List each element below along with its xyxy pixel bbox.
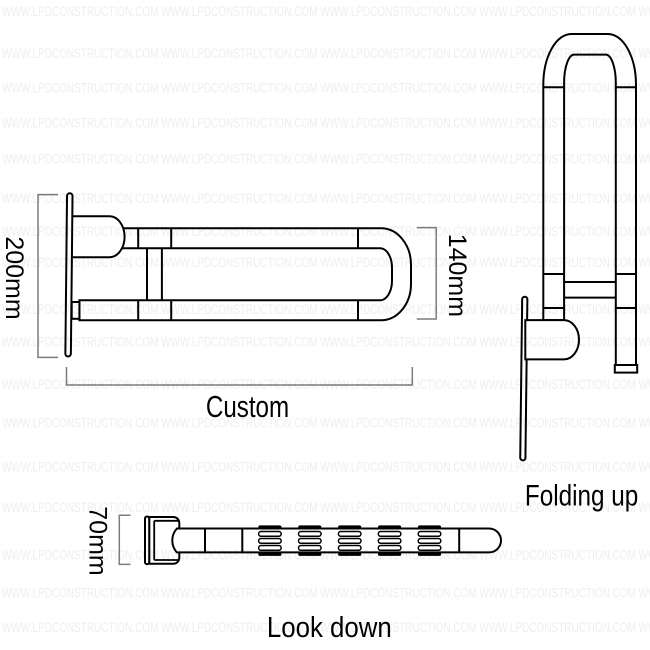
svg-text:WWW.LPDCONSTRUCTION.COM WWW.LP: WWW.LPDCONSTRUCTION.COM WWW.LPDCONSTRUCT… [2,302,650,317]
svg-text:WWW.LPDCONSTRUCTION.COM WWW.LP: WWW.LPDCONSTRUCTION.COM WWW.LPDCONSTRUCT… [2,415,650,430]
svg-text:WWW.LPDCONSTRUCTION.COM WWW.LP: WWW.LPDCONSTRUCTION.COM WWW.LPDCONSTRUCT… [2,620,650,635]
svg-text:140mm: 140mm [443,234,471,317]
svg-text:WWW.LPDCONSTRUCTION.COM WWW.LP: WWW.LPDCONSTRUCTION.COM WWW.LPDCONSTRUCT… [2,377,650,392]
svg-text:Folding up: Folding up [525,478,638,512]
svg-text:WWW.LPDCONSTRUCTION.COM WWW.LP: WWW.LPDCONSTRUCTION.COM WWW.LPDCONSTRUCT… [2,46,650,61]
svg-text:WWW.LPDCONSTRUCTION.COM WWW.LP: WWW.LPDCONSTRUCTION.COM WWW.LPDCONSTRUCT… [2,115,650,130]
svg-text:Look down: Look down [267,611,392,644]
svg-text:WWW.LPDCONSTRUCTION.COM WWW.LP: WWW.LPDCONSTRUCTION.COM WWW.LPDCONSTRUCT… [2,80,650,95]
svg-text:WWW.LPDCONSTRUCTION.COM WWW.LP: WWW.LPDCONSTRUCTION.COM WWW.LPDCONSTRUCT… [2,500,650,515]
svg-text:Custom: Custom [206,389,289,424]
svg-text:70mm: 70mm [84,506,112,575]
svg-text:200mm: 200mm [0,236,28,319]
svg-text:WWW.LPDCONSTRUCTION.COM WWW.LP: WWW.LPDCONSTRUCTION.COM WWW.LPDCONSTRUCT… [2,585,650,600]
svg-text:WWW.LPDCONSTRUCTION.COM WWW.LP: WWW.LPDCONSTRUCTION.COM WWW.LPDCONSTRUCT… [2,255,650,270]
svg-text:WWW.LPDCONSTRUCTION.COM WWW.LP: WWW.LPDCONSTRUCTION.COM WWW.LPDCONSTRUCT… [2,191,650,206]
svg-text:WWW.LPDCONSTRUCTION.COM WWW.LP: WWW.LPDCONSTRUCTION.COM WWW.LPDCONSTRUCT… [2,224,650,239]
svg-text:WWW.LPDCONSTRUCTION.COM WWW.LP: WWW.LPDCONSTRUCTION.COM WWW.LPDCONSTRUCT… [2,4,650,19]
svg-text:WWW.LPDCONSTRUCTION.COM WWW.LP: WWW.LPDCONSTRUCTION.COM WWW.LPDCONSTRUCT… [2,152,650,167]
svg-text:WWW.LPDCONSTRUCTION.COM WWW.LP: WWW.LPDCONSTRUCTION.COM WWW.LPDCONSTRUCT… [2,547,650,562]
svg-text:WWW.LPDCONSTRUCTION.COM WWW.LP: WWW.LPDCONSTRUCTION.COM WWW.LPDCONSTRUCT… [2,334,650,349]
svg-text:WWW.LPDCONSTRUCTION.COM WWW.LP: WWW.LPDCONSTRUCTION.COM WWW.LPDCONSTRUCT… [2,459,650,474]
